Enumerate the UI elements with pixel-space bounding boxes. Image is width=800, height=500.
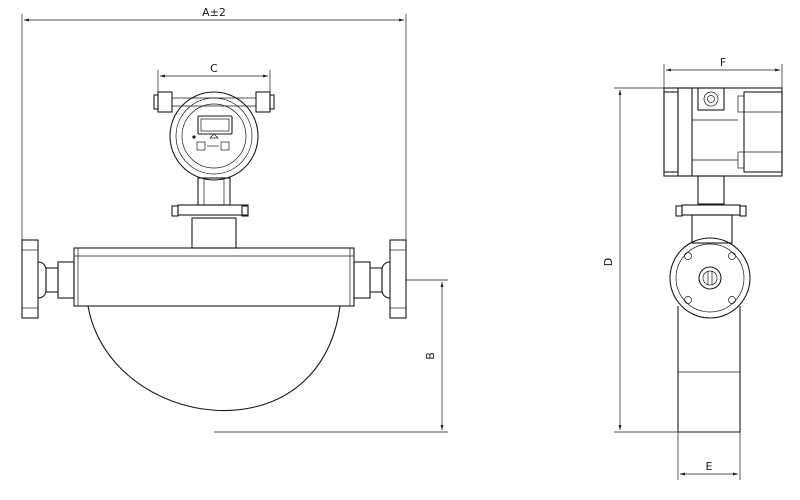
side-neck	[675, 175, 747, 244]
side-body	[677, 306, 741, 433]
side-flange	[669, 237, 751, 319]
neck	[171, 177, 249, 249]
side-transmitter-head	[663, 87, 783, 177]
dimension-c-label: C	[210, 62, 218, 75]
dimension-d: D	[602, 87, 678, 433]
dimension-a-label: A±2	[202, 6, 226, 19]
side-view: F D E	[602, 56, 783, 480]
dimension-e: E	[677, 432, 741, 480]
dimension-d-label: D	[602, 258, 615, 266]
dimension-c: C	[157, 62, 271, 92]
dimension-f-label: F	[720, 56, 726, 69]
left-flange	[21, 239, 75, 319]
front-view: A±2 C B	[21, 6, 448, 433]
dimension-f: F	[663, 56, 783, 88]
transmitter-head	[153, 91, 275, 181]
dimension-a: A±2	[21, 6, 407, 240]
main-housing	[73, 247, 355, 307]
dimension-b-label: B	[424, 352, 437, 360]
dimension-b: B	[214, 279, 448, 433]
dimension-e-label: E	[706, 460, 713, 473]
sensor-tube-cover	[87, 305, 341, 412]
right-flange	[353, 239, 407, 319]
